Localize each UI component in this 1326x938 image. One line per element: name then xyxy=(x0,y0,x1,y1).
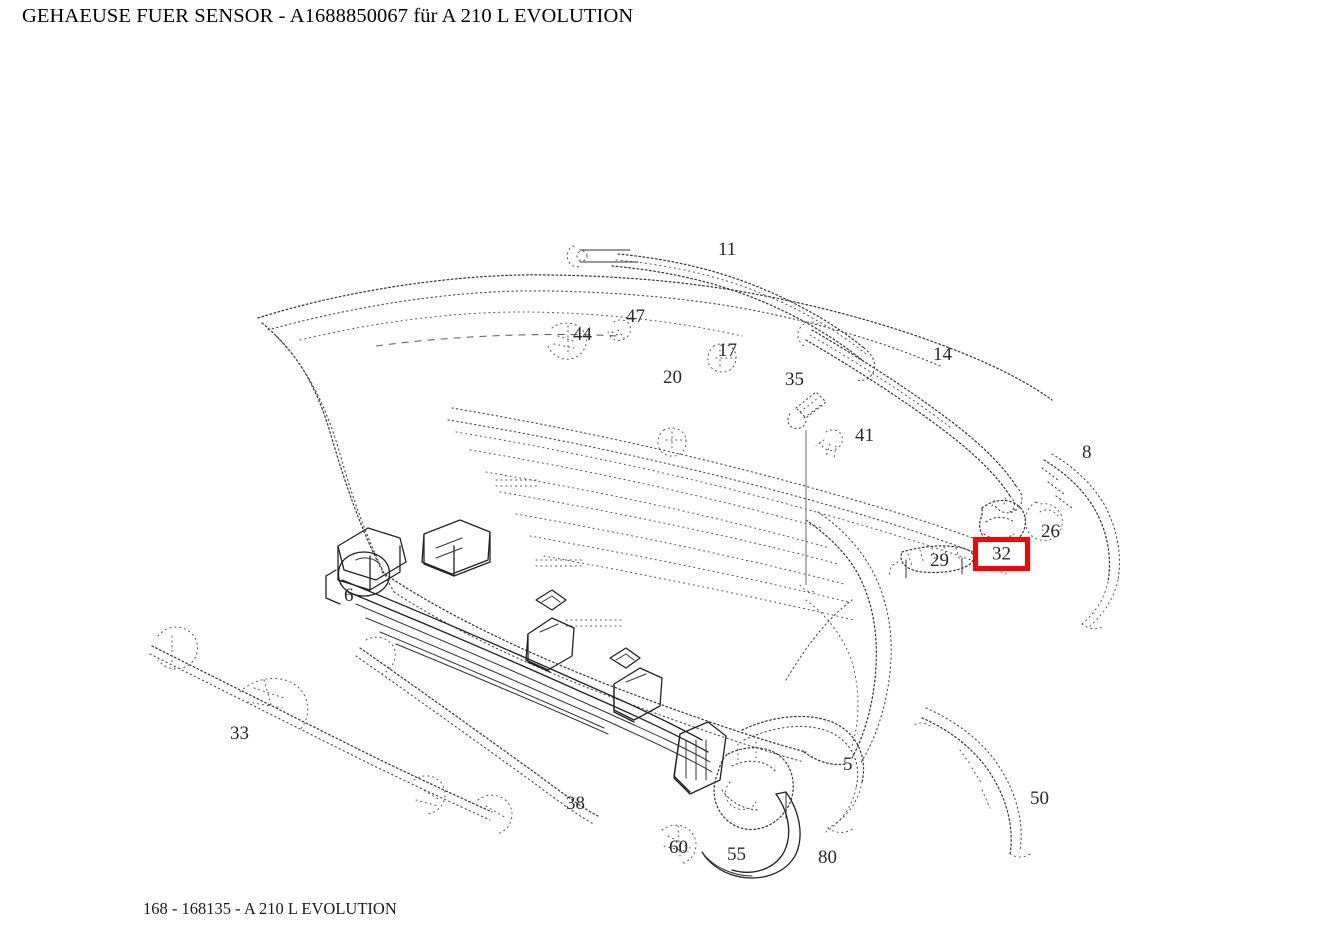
part-17-clip xyxy=(707,343,737,373)
callout-5[interactable]: 5 xyxy=(843,754,853,775)
part-38-stay-rod xyxy=(355,636,599,825)
part-6-reinforcement-rail xyxy=(325,519,727,795)
part-11-trim-strip xyxy=(566,245,876,382)
callout-20[interactable]: 20 xyxy=(663,367,682,388)
callout-8[interactable]: 8 xyxy=(1082,442,1092,463)
callout-41[interactable]: 41 xyxy=(855,425,874,446)
part-20-clip xyxy=(657,427,687,457)
page-title: GEHAEUSE FUER SENSOR - A1688850067 für A… xyxy=(22,5,634,27)
callout-44[interactable]: 44 xyxy=(573,324,592,345)
callout-50[interactable]: 50 xyxy=(1030,788,1049,809)
part-55-sensor-bracket xyxy=(713,741,794,831)
part-29-bracket xyxy=(889,545,975,579)
part-8-corner-bracket xyxy=(1041,453,1121,630)
part-14-side-trim xyxy=(797,321,1023,514)
callout-55[interactable]: 55 xyxy=(727,844,746,865)
callout-33[interactable]: 33 xyxy=(230,723,249,744)
part-60-clip xyxy=(661,824,697,865)
part-26-clip xyxy=(1025,501,1063,541)
part-44-clip xyxy=(547,322,587,360)
part-80-mud-flap xyxy=(701,791,801,879)
page-footer: 168 - 168135 - A 210 L EVOLUTION xyxy=(143,899,397,918)
part-47-clip xyxy=(607,319,631,341)
callout-29[interactable]: 29 xyxy=(930,550,949,571)
part-35-fastener xyxy=(787,391,827,430)
part-41-fastener xyxy=(815,429,843,459)
highlighted-part-32-box[interactable]: 32 xyxy=(973,537,1030,571)
callout-80[interactable]: 80 xyxy=(818,847,837,868)
part-33-stay-rod xyxy=(149,626,513,835)
callout-14[interactable]: 14 xyxy=(933,344,952,365)
part-5-corner-moulding xyxy=(741,715,865,833)
bumper-main-body xyxy=(257,274,1053,766)
callout-38[interactable]: 38 xyxy=(566,793,585,814)
callout-6[interactable]: 6 xyxy=(344,585,354,606)
part-50-wheel-arch-liner xyxy=(911,707,1031,858)
callout-47[interactable]: 47 xyxy=(626,306,645,327)
callout-26[interactable]: 26 xyxy=(1041,521,1060,542)
callout-35[interactable]: 35 xyxy=(785,369,804,390)
callout-11[interactable]: 11 xyxy=(718,239,737,260)
parts-diagram-svg: .stipple { fill:none; stroke:#3a3a3a; st… xyxy=(149,245,1121,879)
highlighted-part-number: 32 xyxy=(992,543,1011,565)
leader-arrow-35 xyxy=(799,584,817,593)
parts-diagram: .stipple { fill:none; stroke:#3a3a3a; st… xyxy=(0,40,1326,898)
callout-60[interactable]: 60 xyxy=(669,837,688,858)
callout-17[interactable]: 17 xyxy=(718,340,737,361)
